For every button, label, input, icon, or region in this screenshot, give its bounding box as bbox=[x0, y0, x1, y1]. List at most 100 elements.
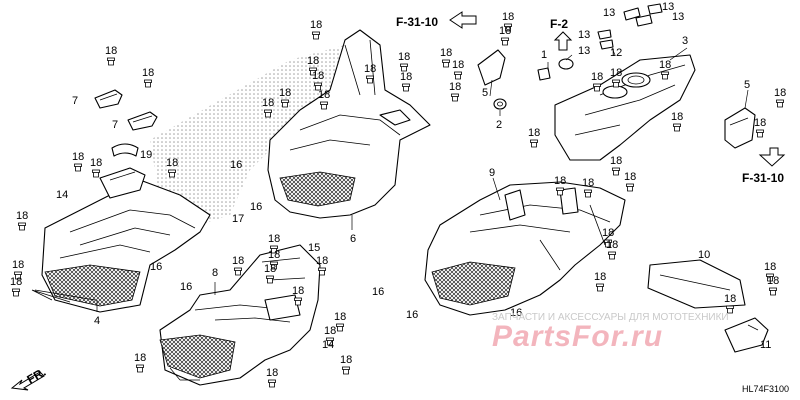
fastener-label-18: 18 bbox=[316, 255, 328, 267]
fastener-label-18: 18 bbox=[671, 111, 683, 123]
label-part-13-d: 13 bbox=[578, 29, 590, 41]
fastener-label-18: 18 bbox=[774, 87, 786, 99]
fastener-label-18: 18 bbox=[449, 81, 461, 93]
ref-f3110-bottom: F-31-10 bbox=[742, 171, 784, 185]
fastener-label-18: 18 bbox=[624, 171, 636, 183]
part-13-clips bbox=[597, 3, 663, 50]
fastener-head bbox=[584, 189, 592, 193]
fastener-head bbox=[309, 67, 317, 71]
fastener-label-18: 18 bbox=[398, 51, 410, 63]
part-5-left-bracket bbox=[477, 49, 506, 86]
fastener-head bbox=[12, 288, 20, 292]
fastener-head bbox=[400, 63, 408, 67]
label-part-19: 19 bbox=[140, 149, 152, 161]
label-part-3: 3 bbox=[682, 35, 688, 47]
fastener-head bbox=[107, 57, 115, 61]
fastener-label-18: 18 bbox=[312, 70, 324, 82]
fastener-label-18: 18 bbox=[582, 177, 594, 189]
fastener-head bbox=[264, 109, 272, 113]
fastener-head bbox=[326, 337, 334, 341]
label-part-12: 12 bbox=[610, 47, 622, 59]
fastener-label-18: 18 bbox=[528, 127, 540, 139]
fastener-label-18: 18 bbox=[591, 71, 603, 83]
fastener-head bbox=[234, 267, 242, 271]
fastener-head bbox=[612, 79, 620, 83]
part-11-corner bbox=[724, 317, 769, 353]
fastener-label-18: 18 bbox=[767, 275, 779, 287]
front-arrow bbox=[10, 371, 45, 391]
fastener-label-18: 18 bbox=[10, 276, 22, 288]
label-part-5-left: 5 bbox=[482, 87, 488, 99]
label-part-16-g: 16 bbox=[510, 307, 522, 319]
diagram-code: HL74F3100 bbox=[742, 384, 789, 394]
f3110-top-arrow bbox=[449, 11, 477, 29]
fastener-label-18: 18 bbox=[279, 87, 291, 99]
fastener-label-18: 18 bbox=[324, 325, 336, 337]
label-group: F-31-10 F-2 F-31-10 FR. 1 2 3 4 5 5 6 7 … bbox=[25, 1, 785, 387]
fastener-label-18: 18 bbox=[594, 271, 606, 283]
fastener-head bbox=[593, 83, 601, 87]
fastener-label-18: 18 bbox=[16, 210, 28, 222]
fastener-head bbox=[451, 93, 459, 97]
fastener-head bbox=[336, 323, 344, 327]
fastener-label-18: 18 bbox=[554, 175, 566, 187]
fastener-label-18: 18 bbox=[232, 255, 244, 267]
label-part-13-c: 13 bbox=[662, 1, 674, 13]
fastener-label-18: 18 bbox=[90, 157, 102, 169]
fastener-head bbox=[454, 71, 462, 75]
fastener-label-18: 18 bbox=[610, 155, 622, 167]
fastener-head bbox=[442, 59, 450, 63]
watermark-logo: PartsFor.ru bbox=[492, 320, 663, 353]
part-2-washer bbox=[493, 98, 507, 110]
fastener-group bbox=[12, 23, 784, 388]
fastener-label-18: 18 bbox=[268, 233, 280, 245]
fastener-label-18: 18 bbox=[764, 261, 776, 273]
part-9-rear-tray bbox=[424, 181, 626, 316]
part-3-rear-upper bbox=[554, 54, 696, 161]
label-part-11: 11 bbox=[760, 339, 771, 351]
fastener-label-18: 18 bbox=[340, 354, 352, 366]
part-7-lower-clip bbox=[127, 111, 158, 131]
fastener-head bbox=[556, 187, 564, 191]
fastener-head bbox=[312, 31, 320, 35]
fastener-head bbox=[673, 123, 681, 127]
part-19-grommet bbox=[111, 143, 139, 157]
fastener-label-18: 18 bbox=[659, 59, 671, 71]
label-part-6: 6 bbox=[350, 233, 356, 245]
fastener-label-18: 18 bbox=[166, 157, 178, 169]
fastener-label-18: 18 bbox=[724, 293, 736, 305]
fastener-label-18: 18 bbox=[499, 25, 511, 37]
label-part-10: 10 bbox=[698, 249, 710, 261]
label-part-2: 2 bbox=[496, 119, 502, 131]
fastener-label-18: 18 bbox=[12, 259, 24, 271]
fastener-label-18: 18 bbox=[268, 249, 280, 261]
part-10-plate bbox=[647, 259, 746, 309]
fastener-head bbox=[769, 287, 777, 291]
label-part-1: 1 bbox=[541, 49, 547, 61]
fastener-label-18: 18 bbox=[610, 67, 622, 79]
part-5-right-bracket bbox=[724, 107, 756, 149]
fastener-head bbox=[366, 75, 374, 79]
fastener-head bbox=[504, 23, 512, 27]
fastener-label-18: 18 bbox=[334, 311, 346, 323]
part-7-upper-clip bbox=[94, 89, 123, 109]
fastener-label-18: 18 bbox=[452, 59, 464, 71]
fastener-head bbox=[726, 305, 734, 309]
label-part-14-b: 14 bbox=[322, 339, 334, 351]
part-6-center-guard bbox=[267, 29, 431, 219]
fastener-head bbox=[144, 79, 152, 83]
label-part-4: 4 bbox=[94, 315, 100, 327]
f2-arrow bbox=[553, 31, 573, 51]
fastener-head bbox=[168, 169, 176, 173]
label-part-13-e: 13 bbox=[578, 45, 590, 57]
fastener-head bbox=[596, 283, 604, 287]
fastener-head bbox=[266, 275, 274, 279]
fastener-head bbox=[74, 163, 82, 167]
fastener-head bbox=[270, 261, 278, 265]
fastener-label-18: 18 bbox=[292, 285, 304, 297]
fastener-head bbox=[92, 169, 100, 173]
label-part-14-a: 14 bbox=[56, 189, 68, 201]
fastener-head bbox=[530, 139, 538, 143]
fastener-label-18: 18 bbox=[264, 263, 276, 275]
